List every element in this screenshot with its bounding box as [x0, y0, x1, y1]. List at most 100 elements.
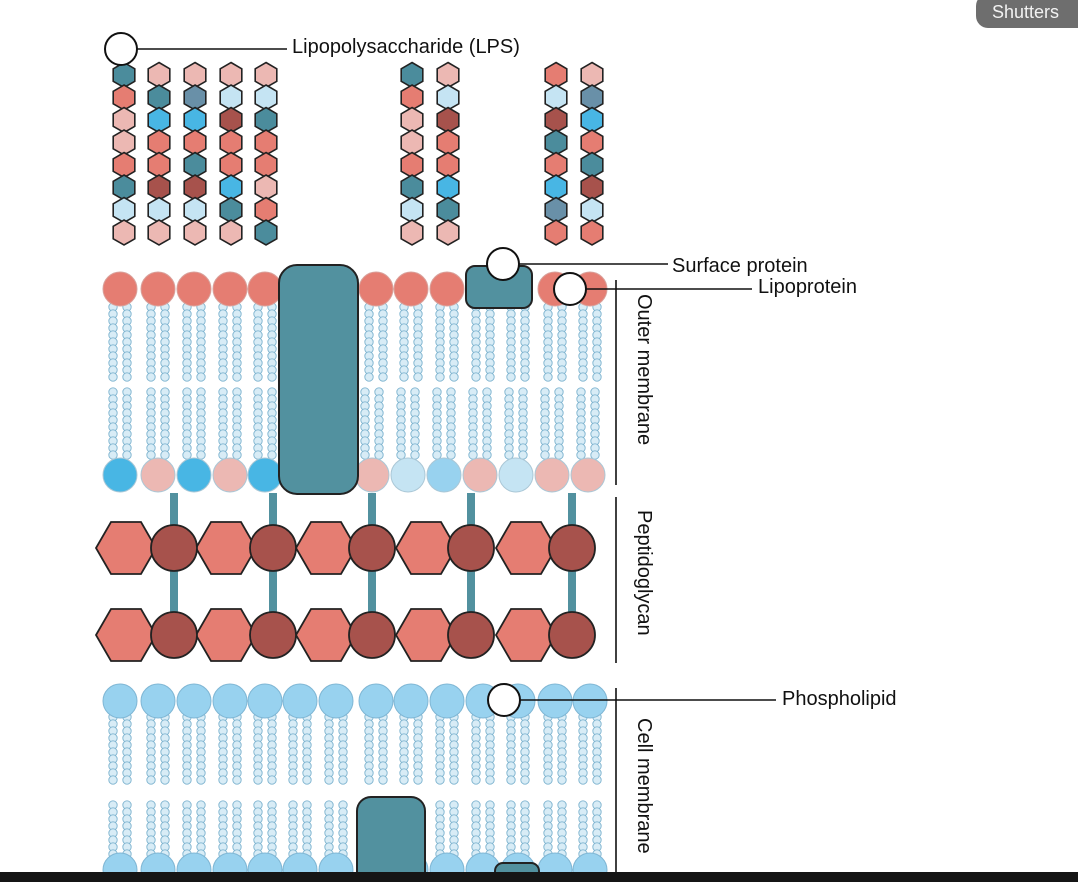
lipid-tail-bead	[378, 775, 388, 785]
cell-membrane-label: Cell membrane	[633, 718, 655, 854]
lps-lipid-head	[358, 271, 394, 307]
lps-sugar-hexagon	[580, 84, 604, 111]
peptide-link-lower	[568, 566, 576, 622]
lipid-tail-bead	[396, 450, 406, 460]
nam-sugar-circle	[150, 524, 198, 572]
lipid-tail-bead	[399, 372, 409, 382]
lipid-tail-bead	[518, 450, 528, 460]
cell-membrane-head	[176, 683, 212, 719]
lps-sugar-hexagon	[400, 84, 424, 111]
nag-sugar-hexagon	[194, 521, 258, 575]
lps-sugar-hexagon	[400, 174, 424, 201]
cell-membrane-head	[429, 683, 465, 719]
lps-sugar-hexagon	[254, 196, 278, 224]
membrane-protein	[356, 796, 426, 882]
nag-sugar-hexagon	[494, 608, 558, 662]
lipid-tail-bead	[554, 450, 564, 460]
lps-sugar-hexagon	[219, 151, 243, 179]
lipid-tail-bead	[196, 372, 206, 382]
lipid-tail-bead	[410, 450, 420, 460]
outer-membrane-inner-head	[212, 457, 248, 493]
lps-sugar-hexagon	[436, 61, 460, 89]
lipid-tail-bead	[288, 775, 298, 785]
lps-sugar-hexagon	[183, 84, 207, 111]
lps-sugar-hexagon	[112, 196, 136, 224]
cell-membrane-head	[537, 683, 573, 719]
lps-sugar-hexagon	[544, 84, 568, 111]
lps-sugar-hexagon	[112, 61, 136, 89]
lps-sugar-hexagon	[544, 151, 568, 179]
nag-sugar-hexagon	[94, 608, 158, 662]
nam-sugar-circle	[348, 611, 396, 659]
lps-sugar-hexagon	[580, 219, 604, 246]
lps-sugar-hexagon	[544, 219, 568, 246]
lipid-tail-bead	[485, 372, 495, 382]
nag-sugar-hexagon	[294, 608, 358, 662]
lps-sugar-hexagon	[183, 129, 207, 156]
outer-membrane-inner-head	[462, 457, 498, 493]
lipid-tail-bead	[592, 372, 602, 382]
lps-sugar-hexagon	[183, 106, 207, 134]
lps-sugar-hexagon	[580, 196, 604, 224]
nag-sugar-hexagon	[394, 608, 458, 662]
outer-membrane-label: Outer membrane	[633, 294, 655, 446]
outer-membrane-inner-head	[140, 457, 176, 493]
peptide-link-lower	[467, 566, 475, 622]
lipid-tail-bead	[218, 775, 228, 785]
lipid-tail-bead	[485, 775, 495, 785]
cell-membrane-head	[358, 683, 394, 719]
lipoprotein-callout-marker	[553, 272, 587, 306]
lps-sugar-hexagon	[112, 84, 136, 111]
peptide-crosslinks	[170, 493, 576, 622]
lps-sugar-hexagon	[183, 174, 207, 201]
nam-sugar-circle	[548, 524, 596, 572]
lps-sugar-hexagon	[254, 106, 278, 134]
lipid-tail-bead	[232, 450, 242, 460]
porin-protein	[278, 264, 359, 495]
outer-membrane-inner-head	[498, 457, 534, 493]
lipid-tail-bead	[218, 450, 228, 460]
lps-sugar-hexagon	[147, 219, 171, 246]
lps-sugar-hexagon	[219, 84, 243, 111]
lipid-tail-bead	[578, 372, 588, 382]
lipid-tail-bead	[122, 450, 132, 460]
lipid-tail-bead	[378, 372, 388, 382]
nag-sugar-hexagon	[94, 521, 158, 575]
lipid-tail-bead	[543, 775, 553, 785]
lipid-tail-bead	[543, 372, 553, 382]
lps-lipid-head	[212, 271, 248, 307]
peptide-link-lower	[170, 566, 178, 622]
lipid-tail-bead	[182, 450, 192, 460]
peptidoglycan-layer	[94, 521, 596, 662]
membrane-proteins	[278, 264, 540, 882]
lps-sugar-hexagon	[544, 106, 568, 134]
lipid-tail-bead	[449, 775, 459, 785]
lipid-tail-bead	[253, 775, 263, 785]
lipid-tail-bead	[435, 372, 445, 382]
nam-sugar-circle	[348, 524, 396, 572]
lipid-tail-bead	[413, 372, 423, 382]
lps-sugar-hexagon	[147, 174, 171, 201]
lps-sugar-hexagon	[219, 174, 243, 201]
lps-sugar-hexagon	[112, 106, 136, 134]
lps-sugar-hexagon	[147, 84, 171, 111]
lipid-tail-bead	[449, 372, 459, 382]
lps-sugar-hexagon	[147, 151, 171, 179]
lipid-tail-bead	[160, 450, 170, 460]
peptide-link-lower	[269, 566, 277, 622]
peptide-link-upper	[269, 493, 277, 533]
lps-lipid-head	[429, 271, 465, 307]
lps-label: Lipopolysaccharide (LPS)	[292, 36, 520, 58]
nam-sugar-circle	[447, 524, 495, 572]
lipid-tail-bead	[146, 450, 156, 460]
lipid-tail-bead	[520, 775, 530, 785]
lps-sugar-hexagon	[112, 151, 136, 179]
bottom-bar	[0, 872, 1078, 882]
lipid-tail-bead	[360, 450, 370, 460]
outer-membrane-inner-head	[534, 457, 570, 493]
lipid-tail-bead	[413, 775, 423, 785]
lps-sugar-hexagon	[580, 61, 604, 89]
lipid-tail-bead	[108, 775, 118, 785]
lps-sugar-hexagon	[436, 106, 460, 134]
lps-sugar-hexagon	[436, 196, 460, 224]
